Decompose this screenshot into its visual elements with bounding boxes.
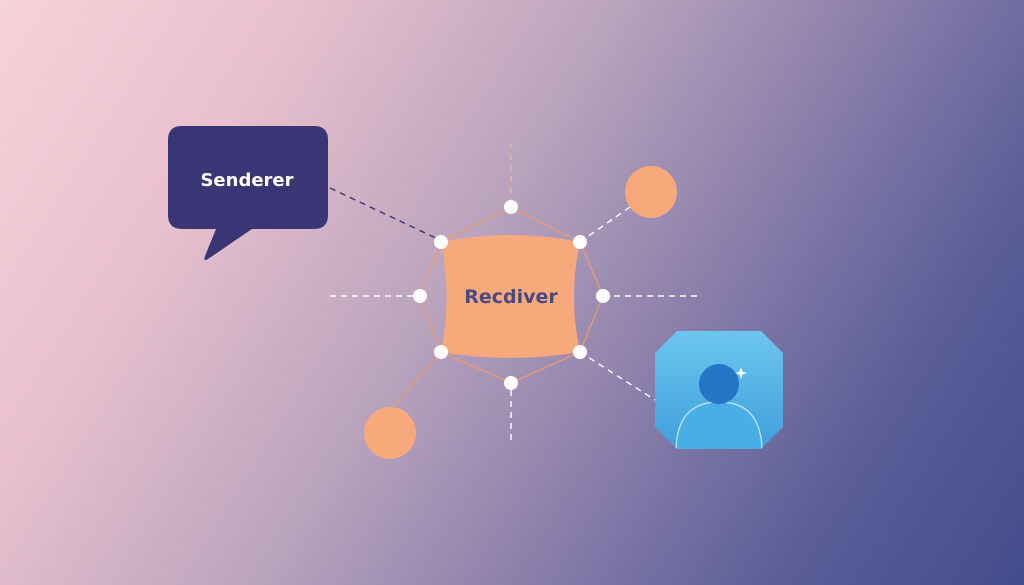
dashed-connectors: [329, 143, 700, 445]
handle-dots: [413, 200, 610, 390]
avatar-head-icon: [699, 364, 739, 404]
sender-bubble[interactable]: Senderer: [168, 126, 328, 260]
handle-top[interactable]: [504, 200, 518, 214]
orange-circle-bottom-left: [364, 407, 416, 459]
handle-top-left[interactable]: [434, 235, 448, 249]
orange-circle-top-right: [625, 166, 677, 218]
receiver-node[interactable]: [441, 235, 580, 358]
connector-sender-receiver: [329, 187, 441, 241]
receiver-label: Recdiver: [464, 286, 558, 308]
sender-bubble-shape: [168, 126, 328, 260]
avatar-node[interactable]: [655, 331, 783, 452]
sender-label: Senderer: [200, 170, 293, 191]
handle-right[interactable]: [596, 289, 610, 303]
user-avatar-icon: [675, 364, 763, 449]
handle-top-right[interactable]: [573, 235, 587, 249]
handle-left[interactable]: [413, 289, 427, 303]
connector-avatar: [579, 351, 656, 401]
sparkle-icon: [735, 367, 747, 379]
connector-topright-circle: [579, 206, 631, 243]
handle-bottom-left[interactable]: [434, 345, 448, 359]
handle-bottom-right[interactable]: [573, 345, 587, 359]
handle-bottom[interactable]: [504, 376, 518, 390]
connector-bottom-left-circle: [387, 351, 442, 413]
